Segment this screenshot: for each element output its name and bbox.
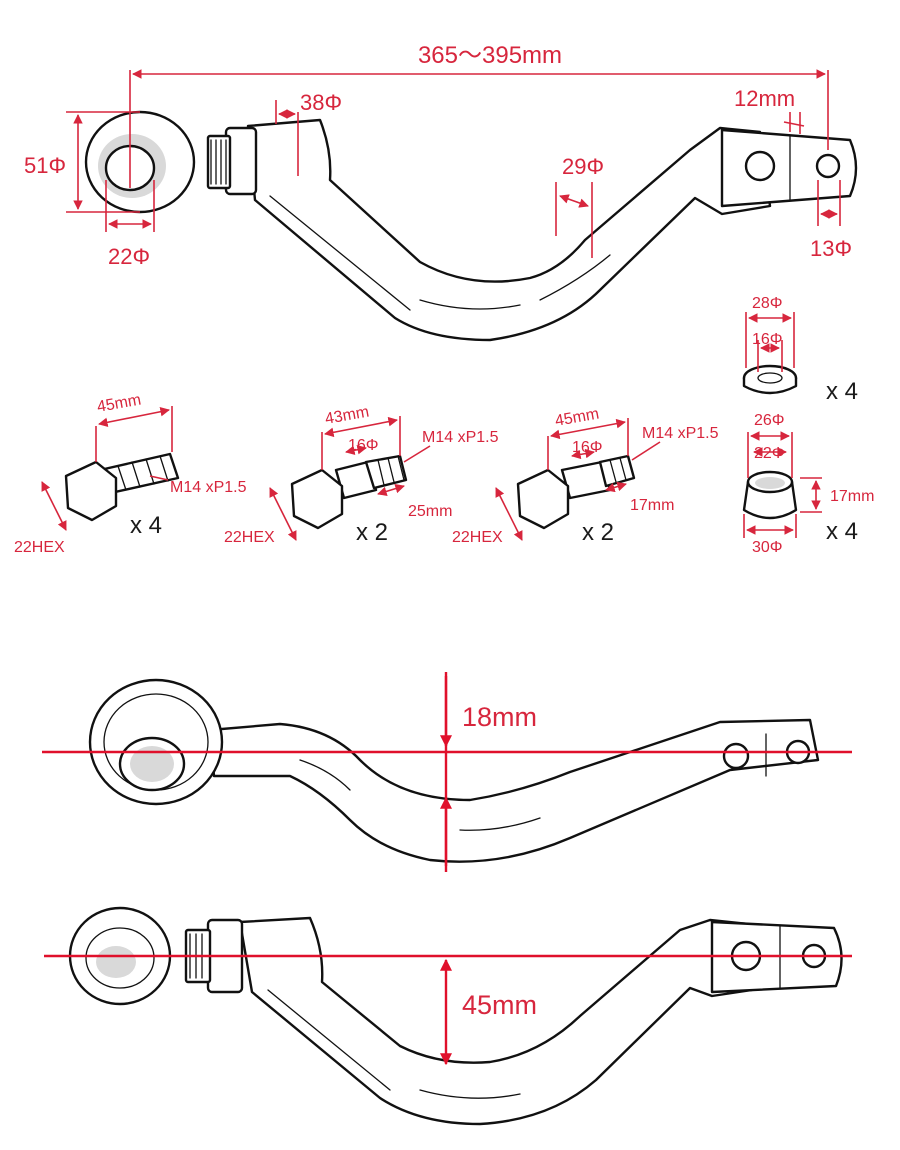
collar-qty: x 4 — [826, 518, 858, 545]
bolt-a-thread-label: M14 xP1.5 — [170, 479, 247, 496]
top-arm-end-clevis — [720, 128, 858, 208]
tube-dia-label: 29Φ — [562, 154, 604, 179]
bolt-b-part: 43mm 16Φ M14 xP1.5 25mm 22HEX x 2 — [224, 403, 499, 546]
top-arm-clevis-hole-1 — [744, 150, 776, 182]
top-arm-clevis-hole-2 — [815, 153, 841, 179]
sleeve-dia-label: 38Φ — [300, 90, 342, 115]
bolt-b-hex-label: 22HEX — [224, 529, 275, 546]
end-hole-label: 13Φ — [810, 236, 852, 261]
side-view-arm — [88, 678, 820, 863]
bolt-a-qty: x 4 — [130, 512, 162, 539]
bolt-b-qty: x 2 — [356, 519, 388, 546]
bottom-view-offset: 45mm — [44, 954, 852, 1066]
bottom-view-offset-label: 45mm — [462, 990, 537, 1020]
overall-length-label: 365～395mm — [418, 42, 562, 69]
bolt-a-hex-label: 22HEX — [14, 539, 65, 556]
bolt-c-hex-label: 22HEX — [452, 529, 503, 546]
collar-height-label: 17mm — [830, 488, 874, 505]
bolt-c-thread-len-label: 17mm — [630, 497, 674, 514]
side-view-offset: 18mm — [42, 672, 852, 872]
collar-inner-label: 22Φ — [754, 445, 785, 462]
bushing-outer-label: 51Φ — [24, 153, 66, 178]
bolt-c-thread-label: M14 xP1.5 — [642, 425, 719, 442]
end-thickness-label: 12mm — [734, 86, 795, 111]
washer-outer-label: 28Φ — [752, 295, 783, 312]
side-view-offset-label: 18mm — [462, 702, 537, 732]
top-arm-drawing — [84, 110, 858, 342]
side-view-arm-body — [208, 718, 820, 863]
side-view-hole-1 — [722, 742, 750, 770]
washer-inner-label: 16Φ — [752, 331, 783, 348]
top-arm-thread — [206, 134, 232, 190]
bolt-b-thread-len-label: 25mm — [408, 503, 452, 520]
bolt-a-part: 45mm M14 xP1.5 22HEX x 4 — [14, 391, 247, 556]
bolt-b-shoulder-label: 16Φ — [348, 437, 379, 454]
collar-top-label: 26Φ — [754, 412, 785, 429]
bottom-view-arm — [68, 906, 843, 1126]
bolt-c-qty: x 2 — [582, 519, 614, 546]
bolt-b-thread-label: M14 xP1.5 — [422, 429, 499, 446]
top-arm-dimensions: 365～395mm 51Φ 22Φ 38Φ 29Φ 12mm 13Φ — [24, 42, 852, 269]
collar-part: 26Φ 22Φ 30Φ 17mm x 4 — [742, 412, 874, 556]
bolt-c-part: 45mm 16Φ M14 xP1.5 17mm 22HEX x 2 — [452, 405, 719, 546]
bolt-b-length-label: 43mm — [324, 403, 371, 427]
bolt-a-length-label: 45mm — [96, 391, 143, 415]
bolt-c-shoulder-label: 16Φ — [572, 439, 603, 456]
washer-qty: x 4 — [826, 378, 858, 405]
bushing-inner-label: 22Φ — [108, 244, 150, 269]
washer-part: 28Φ 16Φ x 4 — [742, 295, 858, 405]
bottom-view-arm-body — [238, 916, 754, 1126]
bolt-c-length-label: 45mm — [554, 405, 601, 429]
collar-bottom-label: 30Φ — [752, 539, 783, 556]
